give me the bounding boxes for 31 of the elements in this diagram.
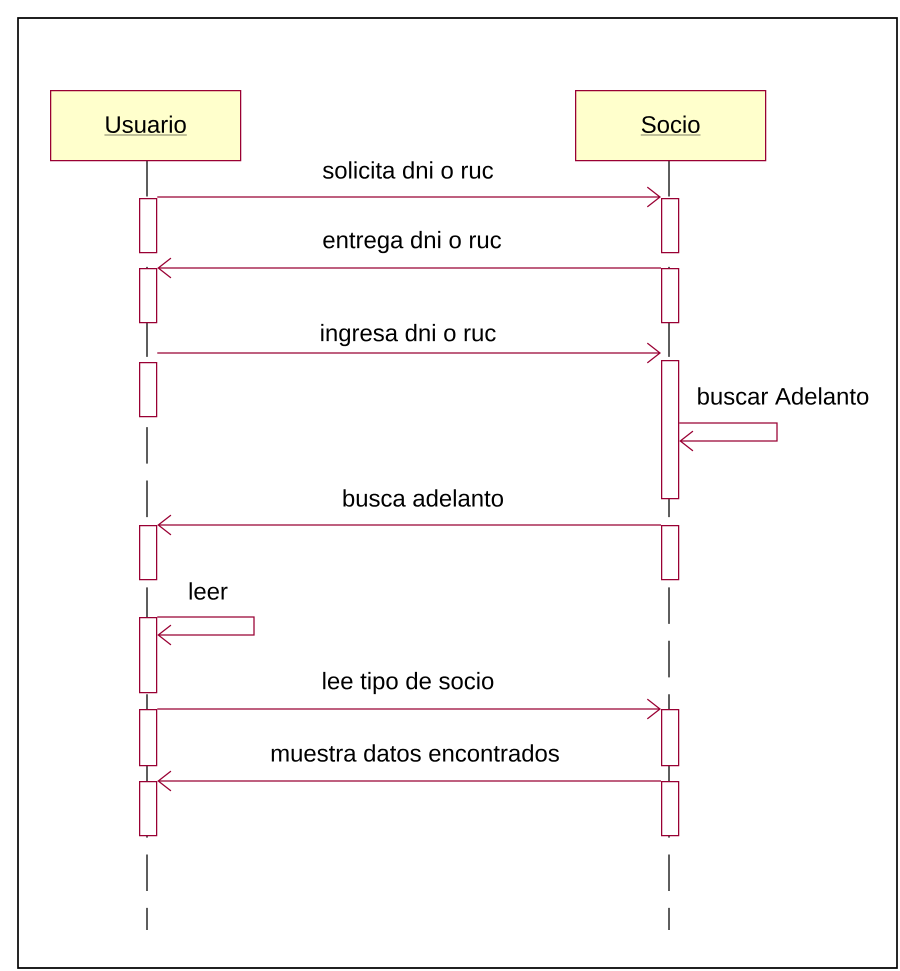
message-label: buscar Adelanto	[698, 387, 868, 405]
activation-bar	[139, 198, 158, 254]
message-arrow	[157, 770, 661, 792]
activation-bar	[661, 198, 680, 254]
message-arrow	[157, 186, 661, 208]
activation-bar	[661, 360, 680, 500]
activation-bar	[661, 525, 680, 580]
message-arrow	[157, 342, 661, 364]
message-arrow	[157, 514, 661, 536]
message-label: busca adelanto	[344, 489, 503, 507]
message-arrow	[157, 698, 661, 720]
activation-bar	[139, 362, 158, 418]
message-arrow	[157, 616, 255, 646]
message-label: leer	[190, 582, 228, 600]
message-arrow	[679, 422, 778, 452]
activation-bar	[139, 781, 158, 836]
activation-bar	[661, 781, 680, 836]
activation-bar	[139, 268, 158, 324]
message-label: solicita dni o ruc	[322, 161, 493, 179]
activation-bar	[139, 525, 158, 580]
lifeline-head: Socio	[575, 90, 766, 162]
message-label: entrega dni o ruc	[323, 230, 501, 254]
activation-bar	[139, 617, 158, 694]
message-label: ingresa dni o ruc	[321, 324, 496, 346]
lifeline-head: Usuario	[50, 90, 242, 162]
activation-bar	[139, 709, 158, 766]
message-arrow	[157, 258, 661, 278]
message-label: muestra datos encontrados	[272, 744, 559, 762]
activation-bar	[661, 709, 680, 766]
activation-bar	[661, 268, 680, 324]
message-label: lee tipo de socio	[323, 672, 494, 694]
